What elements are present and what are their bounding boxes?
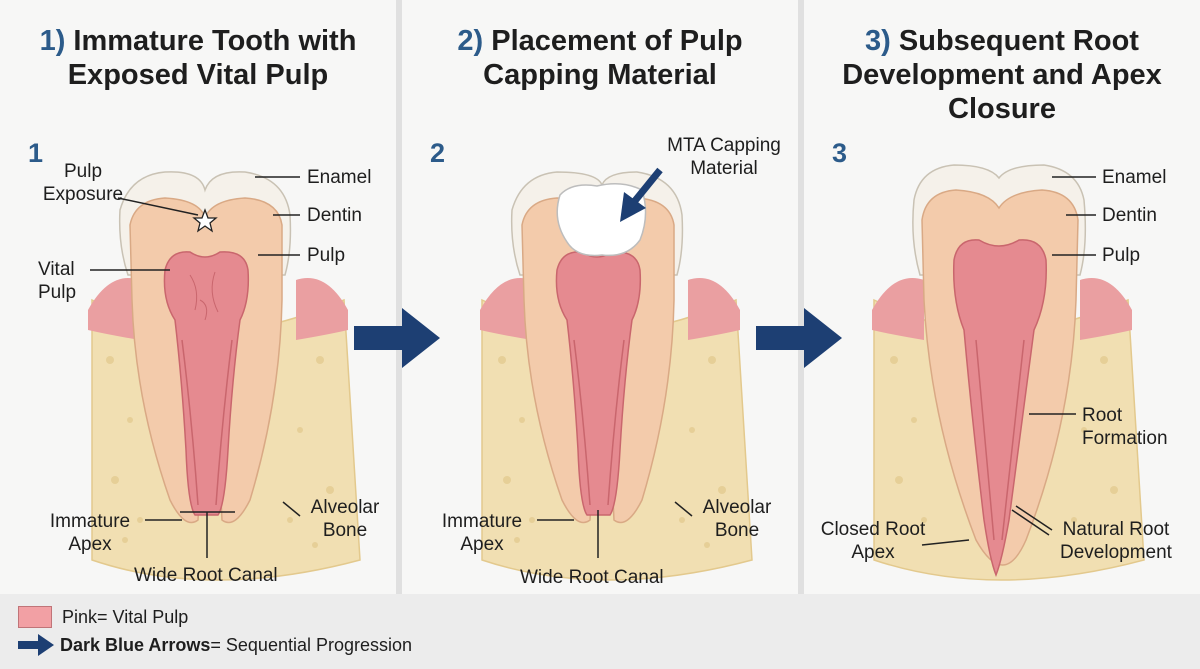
panel-divider-2: [798, 0, 804, 594]
panel-immature-tooth: 1) Immature Tooth with Exposed Vital Pul…: [0, 0, 396, 594]
label-enamel-3: Enamel: [1102, 167, 1167, 188]
tooth-illustration-2: [480, 167, 753, 581]
tooth-illustration-3: [872, 164, 1145, 581]
label-pulp-1: Pulp: [307, 245, 346, 266]
panel-3-title: 3) Subsequent Root Development and Apex …: [804, 24, 1200, 126]
panel-2-step-number: 2: [430, 138, 446, 168]
label-dentin-1: Dentin: [307, 205, 362, 226]
tooth-illustration-1: [88, 171, 361, 581]
panel-3-title-number: 3): [865, 25, 891, 57]
panel-1-title-text: Immature Tooth with Exposed Vital Pulp: [67, 25, 357, 91]
gum-left-1: [88, 278, 140, 340]
pulp-1: [163, 251, 250, 516]
panel-1-step-number: 1: [28, 138, 44, 168]
label-natural-root: Natural Root Development: [1060, 519, 1172, 563]
panel-capping: 2) Placement of Pulp Capping Material 2 …: [402, 0, 798, 594]
progression-arrow-1-icon: [354, 308, 440, 368]
label-wide-root-canal-2: Wide Root Canal: [520, 567, 664, 588]
panel-1-title-number: 1): [39, 25, 66, 57]
label-alveolar-bone-1: Alveolar Bone: [310, 497, 380, 541]
pointer-arrow-icon: [620, 192, 646, 222]
gum-right-1: [296, 278, 348, 340]
legend-pink: Pink = Vital Pulp: [18, 606, 188, 628]
label-closed-apex: Closed Root Apex: [820, 519, 926, 563]
label-vital-pulp: Vital Pulp: [38, 259, 77, 303]
arrow-right-icon: [18, 634, 54, 656]
legend-pink-label: Pink: [62, 606, 98, 627]
panel-3-step-number: 3: [832, 138, 848, 168]
panel-3-title-text: Subsequent Root Development and Apex Clo…: [842, 25, 1162, 125]
label-wide-root-canal-1: Wide Root Canal: [134, 565, 278, 586]
label-immature-apex-1: Immature Apex: [49, 511, 131, 555]
bone-texture-1: [106, 356, 334, 548]
pink-swatch: [18, 606, 52, 628]
legend: Pink = Vital Pulp Dark Blue Arrows = Seq…: [0, 596, 1200, 669]
label-alveolar-bone-2: Alveolar Bone: [702, 497, 772, 541]
label-pulp-exposure: Pulp Exposure: [42, 161, 124, 205]
panel-2-title-text: Placement of Pulp Capping Material: [483, 25, 743, 91]
label-pulp-3: Pulp: [1102, 245, 1141, 266]
star-outline-icon: [192, 208, 218, 233]
mta-material: [556, 183, 647, 257]
label-enamel-1: Enamel: [307, 167, 372, 188]
legend-arrow-label: Dark Blue Arrows: [60, 634, 211, 655]
panel-2-title-number: 2): [457, 25, 484, 57]
progression-arrow-2-icon: [756, 308, 842, 368]
label-mta: MTA Capping Material: [667, 135, 781, 179]
legend-arrow: Dark Blue Arrows = Sequential Progressio…: [18, 634, 412, 656]
panel-divider-1: [396, 0, 402, 594]
panel-1-title: 1) Immature Tooth with Exposed Vital Pul…: [0, 24, 396, 92]
legend-pink-rest: = Vital Pulp: [97, 606, 189, 627]
label-immature-apex-2: Immature Apex: [441, 511, 523, 555]
label-dentin-3: Dentin: [1102, 205, 1157, 226]
panel-root-development: 3) Subsequent Root Development and Apex …: [804, 0, 1200, 594]
legend-arrow-rest: = Sequential Progression: [210, 634, 413, 655]
label-root-formation: Root Formation: [1082, 405, 1168, 449]
panel-2-title: 2) Placement of Pulp Capping Material: [402, 24, 798, 92]
